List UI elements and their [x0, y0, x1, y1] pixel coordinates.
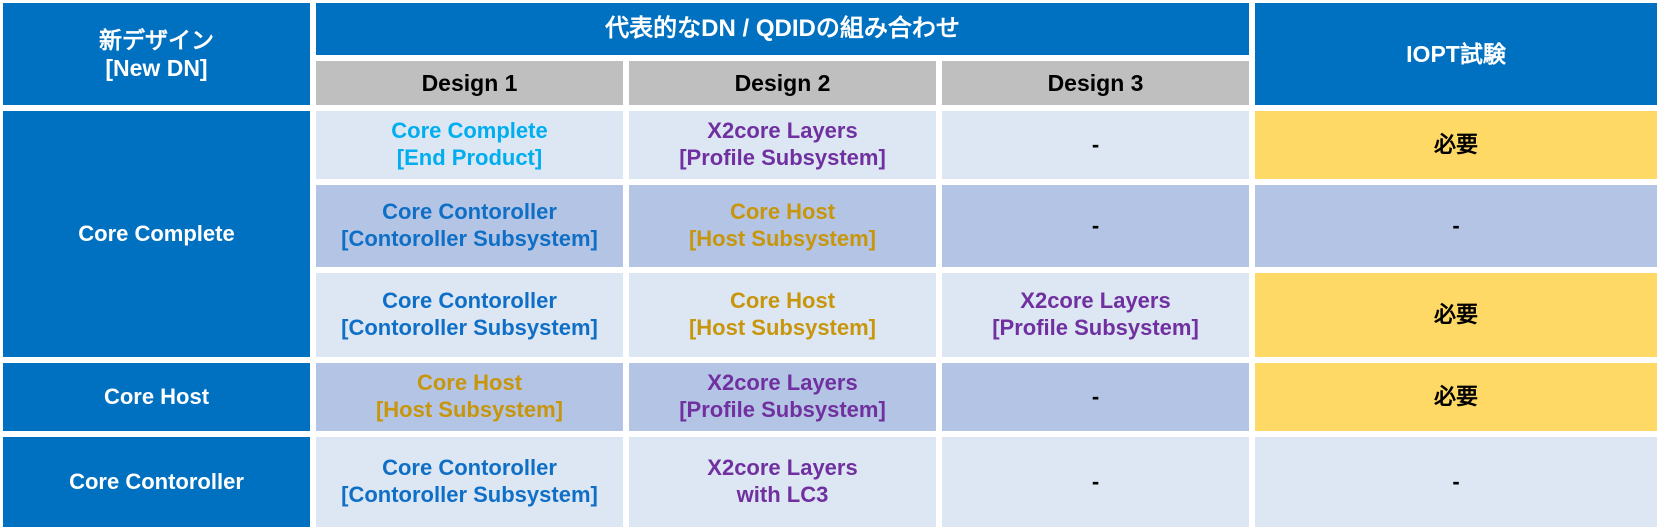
header-new-dn-en: [New DN]: [105, 55, 208, 81]
cell-text: Core Host [Host Subsystem]: [629, 199, 936, 253]
cell-line-1: Core Contoroller: [382, 455, 557, 481]
cell-r2-design1: Core Contoroller [Contoroller Subsystem]: [313, 182, 626, 270]
cell-line-1: Core Complete: [391, 118, 548, 144]
header-design-1: Design 1: [313, 58, 626, 108]
iopt-status: -: [1452, 212, 1460, 238]
header-row-top: 新デザイン [New DN] 代表的なDN / QDIDの組み合わせ IOPT試…: [0, 0, 1660, 108]
cell-line-2: [Contoroller Subsystem]: [341, 482, 598, 507]
cell-line-2: [Host Subsystem]: [688, 226, 877, 251]
cell-r2-design3: -: [939, 182, 1253, 270]
cell-r4-design3: -: [939, 360, 1253, 434]
cell-line-1: X2core Layers: [1020, 288, 1171, 314]
cell-r3-iopt: 必要: [1252, 270, 1660, 360]
cell-text: Core Contoroller [Contoroller Subsystem]: [316, 199, 623, 253]
cell-text: Core Complete [End Product]: [316, 118, 623, 172]
iopt-status: 必要: [1434, 131, 1479, 157]
cell-line-2: [Profile Subsystem]: [679, 145, 886, 170]
cell-line-2: [End Product]: [396, 145, 543, 170]
header-new-dn: 新デザイン [New DN]: [0, 0, 313, 108]
cell-text: X2core Layers [Profile Subsystem]: [629, 118, 936, 172]
cell-dash: -: [1091, 468, 1100, 494]
cell-r5-design1: Core Contoroller [Contoroller Subsystem]: [313, 434, 626, 530]
cell-line-1: Core Contoroller: [382, 199, 557, 225]
cell-r2-iopt: -: [1252, 182, 1660, 270]
table-row: Core Complete Core Complete [End Product…: [0, 108, 1660, 360]
cell-line-2: [Profile Subsystem]: [992, 315, 1199, 340]
cell-text: X2core Layers with LC3: [629, 455, 936, 509]
cell-r5-iopt: -: [1252, 434, 1660, 530]
cell-dash: -: [1091, 212, 1100, 238]
cell-text: Core Host [Host Subsystem]: [316, 370, 623, 424]
cell-line-1: Core Host: [729, 199, 836, 225]
cell-r1-design1: Core Complete [End Product]: [313, 108, 626, 182]
table-row: Core Contoroller [Contoroller Subsystem]…: [0, 270, 1660, 360]
row-label-core-complete: Core Complete: [0, 108, 313, 360]
cell-line-2: [Host Subsystem]: [688, 315, 877, 340]
header-row-designs: Design 1 Design 2 Design 3: [0, 58, 1660, 108]
cell-line-1: X2core Layers: [707, 455, 858, 481]
header-iopt: IOPT試験: [1252, 0, 1660, 108]
cell-r5-design3: -: [939, 434, 1253, 530]
cell-line-2: [Host Subsystem]: [375, 397, 564, 422]
cell-text: Core Host [Host Subsystem]: [629, 288, 936, 342]
cell-line-1: Core Host: [729, 288, 836, 314]
header-combination: 代表的なDN / QDIDの組み合わせ: [313, 0, 1253, 58]
cell-line-1: X2core Layers: [707, 118, 858, 144]
iopt-status: 必要: [1434, 383, 1479, 409]
cell-r4-design2: X2core Layers [Profile Subsystem]: [626, 360, 939, 434]
cell-r1-design2: X2core Layers [Profile Subsystem]: [626, 108, 939, 182]
cell-line-2: with LC3: [736, 482, 829, 507]
cell-r1-iopt: 必要: [1252, 108, 1660, 182]
row-label-core-host: Core Host: [0, 360, 313, 434]
header-new-dn-jp: 新デザイン: [99, 26, 214, 53]
cell-line-2: [Contoroller Subsystem]: [341, 315, 598, 340]
table-row: Core Contoroller Core Contoroller [Conto…: [0, 434, 1660, 530]
iopt-status: -: [1452, 468, 1460, 494]
cell-line-1: X2core Layers: [707, 370, 858, 396]
cell-r5-design2: X2core Layers with LC3: [626, 434, 939, 530]
cell-text: Core Contoroller [Contoroller Subsystem]: [316, 455, 623, 509]
row-label-core-contoroller: Core Contoroller: [0, 434, 313, 530]
cell-dash: -: [1091, 131, 1100, 157]
header-design-3: Design 3: [939, 58, 1253, 108]
table-row: Core Contoroller [Contoroller Subsystem]…: [0, 182, 1660, 270]
header-design-2: Design 2: [626, 58, 939, 108]
cell-text: X2core Layers [Profile Subsystem]: [942, 288, 1249, 342]
cell-r3-design1: Core Contoroller [Contoroller Subsystem]: [313, 270, 626, 360]
cell-r3-design3: X2core Layers [Profile Subsystem]: [939, 270, 1253, 360]
cell-text: X2core Layers [Profile Subsystem]: [629, 370, 936, 424]
cell-line-1: Core Host: [416, 370, 523, 396]
cell-r1-design3: -: [939, 108, 1253, 182]
cell-line-2: [Contoroller Subsystem]: [341, 226, 598, 251]
iopt-status: 必要: [1434, 301, 1479, 327]
cell-dash: -: [1091, 383, 1100, 409]
cell-text: Core Contoroller [Contoroller Subsystem]: [316, 288, 623, 342]
cell-r4-design1: Core Host [Host Subsystem]: [313, 360, 626, 434]
cell-r3-design2: Core Host [Host Subsystem]: [626, 270, 939, 360]
cell-line-1: Core Contoroller: [382, 288, 557, 314]
cell-r4-iopt: 必要: [1252, 360, 1660, 434]
cell-line-2: [Profile Subsystem]: [679, 397, 886, 422]
table-row: Core Host Core Host [Host Subsystem] X2c…: [0, 360, 1660, 434]
cell-r2-design2: Core Host [Host Subsystem]: [626, 182, 939, 270]
